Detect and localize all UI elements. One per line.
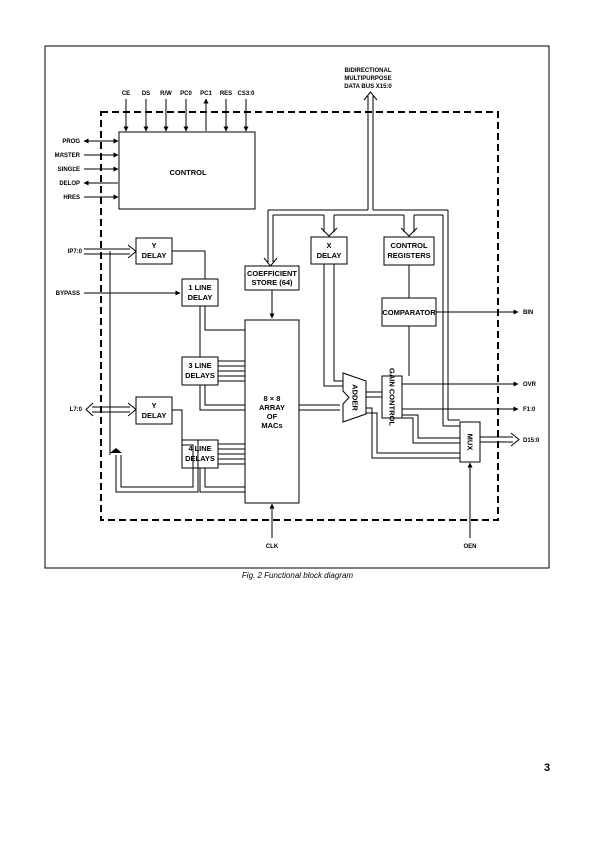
control-pins: CE DS R/W PC0 PC1 RES CS3:0 [122,91,255,132]
control-registers-line-1: CONTROL [390,241,427,250]
pin-rw-label: R/W [160,91,172,97]
three-line-delays-line-1: 3 LINE [188,361,211,370]
mac-array-line-3: OF [267,412,278,421]
x-delay-line-2: DELAY [317,251,342,260]
comparator-label: COMPARATOR [382,308,436,317]
l7-label: L7:0 [70,407,83,413]
three-line-delays-block [181,356,219,386]
figure-frame [44,45,550,569]
coefficient-store-block [244,265,300,291]
ip-label: IP7:0 [68,249,83,255]
hres-label: HRES [63,195,80,201]
adder-block [342,372,367,423]
one-line-delay-line-2: DELAY [188,293,213,302]
bus-label-line-1: BIDIRECTIONAL [345,68,392,74]
y-delay-top-line-2: DELAY [142,251,167,260]
control-block-label: CONTROL [169,168,206,177]
d15-label: D15:0 [523,438,540,444]
bypass-label: BYPASS [56,291,80,297]
x-delay-block [310,236,348,265]
ip-bus [84,248,130,255]
chip-boundary [100,111,499,521]
prog-label: PROG [62,139,80,145]
pin-cs-label: CS3:0 [237,91,255,97]
oen-label: OEN [463,544,476,550]
coefficient-store-line-2: STORE (64) [251,278,293,287]
control-block [118,131,256,210]
y-delay-bottom-line-2: DELAY [142,411,167,420]
gain-control-label: GAIN CONTROL [388,368,397,426]
bus-label-line-2: MULTIPURPOSE [344,76,391,82]
one-line-delay-line-1: 1 LINE [188,283,211,292]
comparator-block [381,297,437,327]
adder-label: ADDER [351,384,360,411]
f-label: F1:0 [523,407,536,413]
bus-label-line-3: DATA BUS X15:0 [344,84,392,90]
mac-array-block [244,319,300,504]
figure-caption: Fig. 2 Functional block diagram [241,571,354,580]
pin-res-label: RES [220,91,232,97]
data-bus [263,91,460,427]
pin-ce-label: CE [122,91,130,97]
control-registers-line-2: REGISTERS [387,251,430,260]
delop-label: DELOP [59,181,80,187]
master-label: MASTER [55,153,81,159]
y-delay-top-line-1: Y [151,241,156,250]
mac-array-line-1: 8 × 8 [264,394,281,403]
four-line-delays-line-2: DELAYS [185,454,215,463]
ovr-label: OVR [523,382,537,388]
bin-label: BIN [523,310,533,316]
y-delay-top-block [135,237,173,265]
coefficient-store-line-1: COEFFICIENT [247,269,297,278]
mac-array-line-2: ARRAY [259,403,285,412]
mux-label: MUX [466,434,475,451]
left-control-inputs: PROG MASTER SINGLE DELOP HRES [55,138,119,201]
delay-chain-wiring [109,250,245,493]
page-number: 3 [544,762,551,774]
y-delay-bottom-line-1: Y [151,401,156,410]
single-label: SINGLE [58,167,80,173]
pin-ds-label: DS [142,91,150,97]
data-bus-label: BIDIRECTIONAL MULTIPURPOSE DATA BUS X15:… [344,68,392,90]
clk-label: CLK [266,544,279,550]
x-delay-line-1: X [326,241,331,250]
pin-pc1-label: PC1 [200,91,212,97]
three-line-delays-line-2: DELAYS [185,371,215,380]
pin-pc0-label: PC0 [180,91,192,97]
four-line-delays-line-1: 4 LINE [188,444,211,453]
mac-array-line-4: MACs [261,421,282,430]
l7-bus [92,406,130,413]
